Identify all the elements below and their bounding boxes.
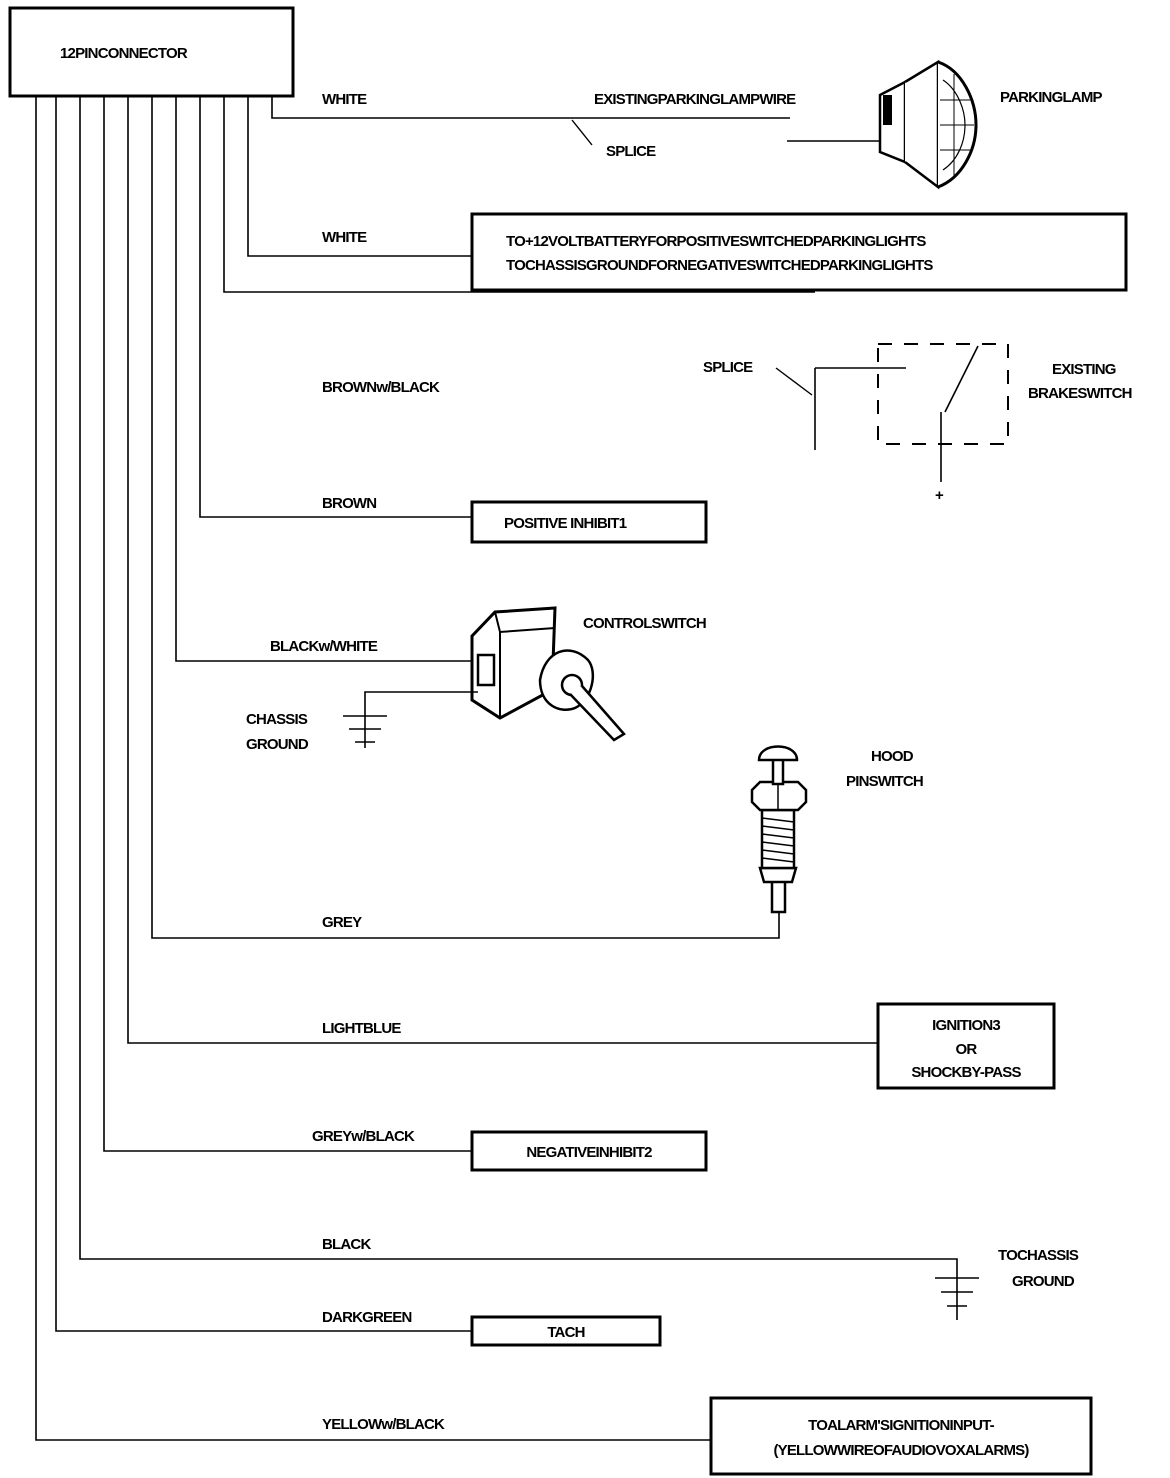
wire-white-battery (247, 96, 472, 257)
to-chassis-label-2: GROUND (1012, 1273, 1075, 1290)
alarm-box (709, 1396, 1093, 1476)
chassis-label-2: GROUND (246, 736, 309, 753)
to-chassis-label-1: TOCHASSIS (998, 1247, 1079, 1264)
hood-label-1: HOOD (871, 748, 914, 765)
connector-box (8, 6, 295, 98)
ground-symbol-icon (343, 715, 387, 743)
tach-box (470, 1315, 662, 1347)
ignition-box (876, 1002, 1056, 1090)
brake-switch-label-1: EXISTING (1052, 361, 1116, 378)
parking-lamp-icon (878, 59, 978, 190)
alarm-label-2: (YELLOWWIREOFAUDIOVOXALARMS) (773, 1442, 1029, 1459)
wire-grey (151, 96, 780, 939)
wire-label-brown: BROWN (322, 495, 376, 512)
positive-inhibit-label: POSITIVE INHIBIT1 (504, 515, 627, 532)
battery-box-line-2: TOCHASSISGROUNDFORNEGATIVESWITCHEDPARKIN… (506, 257, 933, 274)
existing-parking-wire-label: EXISTINGPARKINGLAMPWIRE (594, 91, 796, 108)
connector-label: 12PINCONNECTOR (60, 45, 188, 62)
negative-inhibit-label: NEGATIVEINHIBIT2 (526, 1144, 652, 1161)
wire-label-black: BLACK (322, 1236, 371, 1253)
hood-label-2: PINSWITCH (846, 773, 923, 790)
ignition-label-3: SHOCKBY-PASS (911, 1064, 1021, 1081)
wire-label-grey: GREY (322, 914, 362, 931)
ground-symbol-icon-2 (935, 1277, 979, 1307)
ignition-label-1: IGNITION3 (932, 1017, 1000, 1034)
wire-label-white-2: WHITE (322, 229, 367, 246)
chassis-ground-wire (364, 691, 478, 748)
wire-dark-green (55, 96, 472, 1332)
splice-label-1: SPLICE (606, 143, 656, 160)
ignition-label-2: OR (956, 1041, 978, 1058)
control-switch-icon (470, 606, 626, 742)
wire-yellow-black (35, 96, 711, 1441)
control-switch-label: CONTROLSWITCH (583, 615, 706, 632)
wire-label-black-white: BLACKw/WHITE (270, 638, 378, 655)
wire-grey-black (103, 96, 472, 1152)
wire-label-yellow-black: YELLOWw/BLACK (322, 1416, 445, 1433)
wire-label-light-blue: LIGHTBLUE (322, 1020, 401, 1037)
brake-switch-label-2: BRAKESWITCH (1028, 385, 1132, 402)
positive-inhibit-box (470, 500, 708, 544)
brake-switch-icon (775, 343, 1009, 482)
battery-box-line-1: TO+12VOLTBATTERYFORPOSITIVESWITCHEDPARKI… (506, 233, 926, 250)
splice-label-2: SPLICE (703, 359, 753, 376)
hood-pin-switch-icon (750, 745, 808, 914)
tach-label: TACH (547, 1324, 584, 1341)
wire-black (79, 96, 958, 1320)
wire-label-white-1: WHITE (322, 91, 367, 108)
wire-brown-black (223, 96, 815, 293)
wire-black-white (175, 96, 478, 662)
wire-label-brown-black: BROWNw/BLACK (322, 379, 440, 396)
wire-label-grey-black: GREYw/BLACK (312, 1128, 415, 1145)
battery-box (470, 212, 1128, 292)
parking-lamp-label: PARKINGLAMP (1000, 89, 1103, 106)
splice-mark-1 (571, 119, 593, 146)
wire-label-dark-green: DARKGREEN (322, 1309, 411, 1326)
wire-brown (199, 96, 472, 518)
chassis-label-1: CHASSIS (246, 711, 308, 728)
wire-light-blue (127, 96, 878, 1044)
brake-plus-label: + (935, 487, 944, 504)
negative-inhibit-box (470, 1130, 708, 1172)
wire-white-parking (271, 96, 790, 119)
alarm-label-1: TOALARM'SIGNITIONINPUT- (808, 1417, 995, 1434)
